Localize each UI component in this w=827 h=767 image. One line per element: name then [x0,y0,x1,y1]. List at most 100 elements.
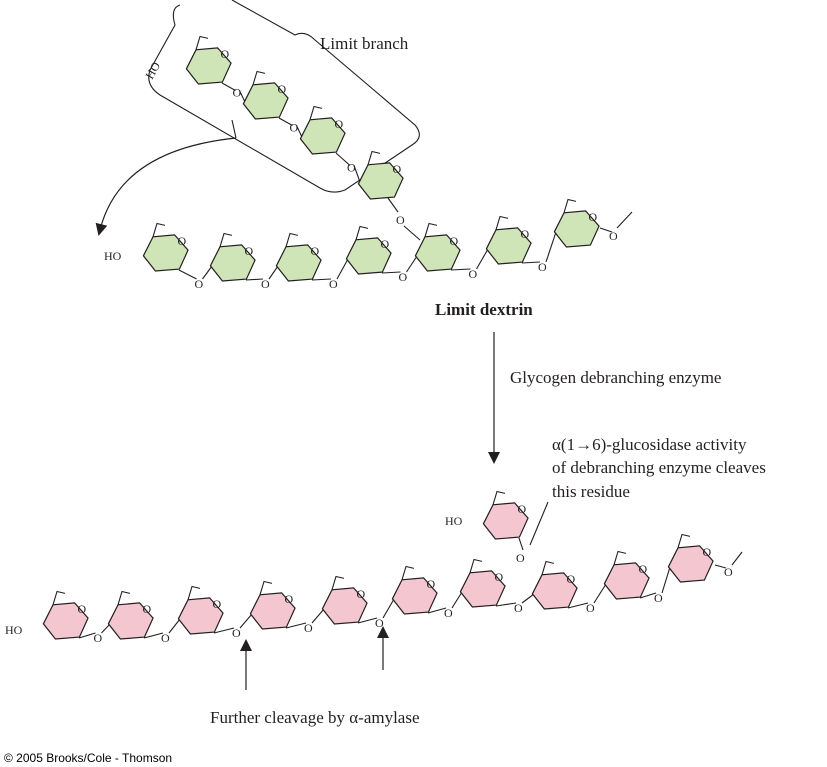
branch-glucose-ring: O [357,150,404,200]
dextrin-glucose-ring: O [553,198,600,248]
product-glucose-ring: O [531,560,578,610]
ring-oxygen-label: O [588,210,597,224]
ring-oxygen-label: O [566,572,575,586]
glycosidic-bond [357,617,378,624]
ring-oxygen-label: O [520,227,529,241]
ring-oxygen-label: O [177,234,186,248]
branch-point-oxygen: O [396,213,405,227]
freed-residue-oxygen: O [516,551,525,565]
product-linkage-oxygen: O [375,616,384,630]
glycosidic-bond [427,607,447,614]
ring-oxygen-label: O [426,577,435,591]
glycosidic-bond [239,90,246,103]
dextrin-hydroxyl-label: HO [104,249,122,263]
ring-oxygen-label: O [77,602,86,616]
limit-branch-bracket [148,0,420,193]
ch2-stub [367,150,381,165]
glycosidic-bond [387,197,399,213]
product-linkage-oxygen: O [161,631,170,645]
glycosidic-bond [335,152,351,166]
product-glucose-ring: O [177,585,224,635]
glycosidic-bond [336,258,349,280]
product-glucose-ring: O [107,590,154,640]
ring-oxygen-label: O [220,47,229,61]
dextrin-linkage-oxygen: O [399,270,408,284]
ring-oxygen-label: O [244,244,253,258]
dextrin-glucose-ring: O [142,222,189,272]
glycosidic-bond [101,623,111,634]
dextrin-glucose-ring: O [209,232,256,282]
ch2-stub [285,232,299,247]
glycosidic-bond [521,261,541,264]
ch2-stub [259,580,273,595]
ch2-stub [469,558,483,573]
ring-oxygen-label: O [310,244,319,258]
ring-oxygen-label: O [638,562,647,576]
product-linkage-oxygen: O [304,621,313,635]
glycosidic-bond [202,265,213,280]
glycosidic-bond [78,632,96,639]
glycosidic-bond [239,613,253,629]
ring-oxygen-label: O [334,117,343,131]
dextrin-glucose-ring: O [345,225,392,275]
glucosidase-label-line3: this residue [552,482,630,501]
glycosidic-bond [353,165,361,183]
product-glucose-ring: O [321,575,368,625]
glycosidic-bond [593,583,607,604]
glycosidic-bond [616,211,633,229]
glycosidic-bond [518,537,524,551]
glycosidic-bond [285,622,307,629]
branch-hydroxyl-label: HO [142,59,163,81]
further-cleavage-label: Further cleavage by α-amylase [210,708,420,727]
glucosidase-label-line2: of debranching enzyme cleaves [552,458,766,477]
glycosidic-bond [450,268,471,271]
product-glucose-ring: O [667,533,714,583]
ch2-stub [355,225,369,240]
product-linkage-oxygen: O [94,631,103,645]
glycosidic-bond [143,632,164,639]
glycosidic-bond [381,271,401,274]
branch-glucose-ring: O [299,105,346,155]
ring-oxygen-label: O [380,237,389,251]
glycosidic-bond [403,225,421,241]
ch2-stub [401,565,415,580]
ch2-stub [219,232,233,247]
dextrin-glucose-ring: O [485,215,532,265]
limit-branch-label: Limit branch [320,34,409,53]
glycosidic-bond [268,265,279,280]
glycosidic-bond [521,593,535,604]
branch-glucose-ring: O [242,70,289,120]
ch2-stub [152,222,166,237]
ch2-stub [117,590,131,605]
ring-oxygen-label: O [277,82,286,96]
glycosidic-bond [311,608,325,624]
glucosidase-pointer-line [529,501,549,546]
product-hydroxyl-label: HO [5,623,23,637]
dextrin-linkage-oxygen: O [261,277,270,291]
product-linkage-oxygen: O [586,601,595,615]
product-glucose-ring: O [603,550,650,600]
branch-linkage-oxygen: O [233,86,242,100]
ring-oxygen-label: O [702,545,711,559]
ch2-stub [613,550,627,565]
ch2-stub [52,590,66,605]
ch2-stub [195,35,209,50]
ring-oxygen-label: O [449,234,458,248]
ring-oxygen-label: O [284,592,293,606]
dextrin-linkage-oxygen: O [329,277,338,291]
product-linkage-oxygen: O [444,606,453,620]
dextrin-linkage-oxygen: O [195,277,204,291]
ch2-stub [541,560,555,575]
ch2-stub [677,533,691,548]
ch2-stub [252,70,266,85]
glycosidic-bond [476,248,489,270]
product-linkage-oxygen: O [232,626,241,640]
glycosidic-bond [311,278,332,281]
glycosidic-bond [178,269,197,280]
glycosidic-bond [382,598,395,619]
glucosidase-label-line1: α(1→6)-glucosidase activity [552,435,747,454]
glycosidic-bond [495,602,517,607]
ch2-stub [331,575,345,590]
ring-oxygen-label: O [517,502,526,516]
ch2-stub [309,105,323,120]
